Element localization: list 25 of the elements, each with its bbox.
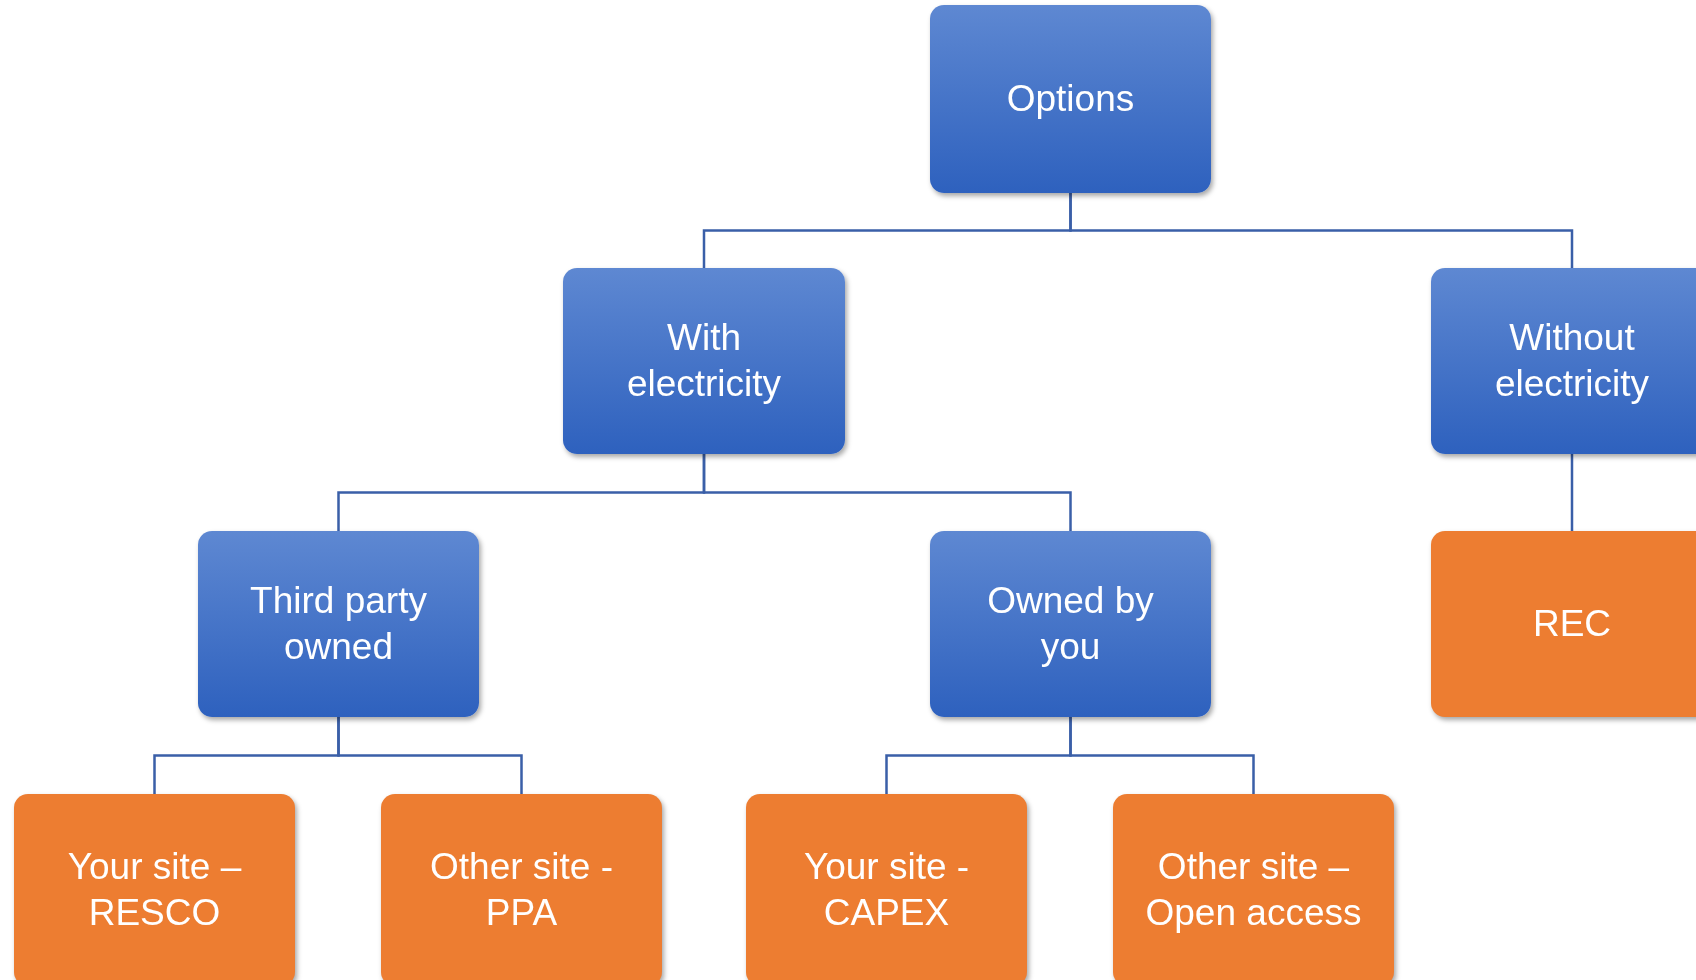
node-label: Options (1005, 76, 1136, 121)
connector-line (1570, 454, 1574, 531)
connector-line (1069, 717, 1255, 794)
node-label: Your site – RESCO (66, 844, 243, 935)
option-box (381, 794, 662, 980)
node-label: Your site - CAPEX (802, 844, 971, 935)
connector-line (1069, 193, 1574, 268)
node-label: Other site – Open access (1144, 844, 1363, 935)
connector-line (702, 454, 1072, 531)
option-box (1431, 531, 1696, 717)
node-label: Without electricity (1493, 315, 1651, 406)
option-box (746, 794, 1027, 980)
node-label: Other site - PPA (429, 844, 614, 935)
node-label: REC (1531, 601, 1613, 646)
node-label: Owned by you (986, 578, 1155, 669)
category-box (930, 531, 1211, 717)
category-box (930, 5, 1211, 193)
node-label: With electricity (625, 315, 783, 406)
option-box (1113, 794, 1394, 980)
connector-line (337, 717, 523, 794)
node-label: Third party owned (249, 578, 428, 669)
category-box (198, 531, 479, 717)
option-box (14, 794, 295, 980)
category-box (563, 268, 845, 454)
category-box (1431, 268, 1696, 454)
